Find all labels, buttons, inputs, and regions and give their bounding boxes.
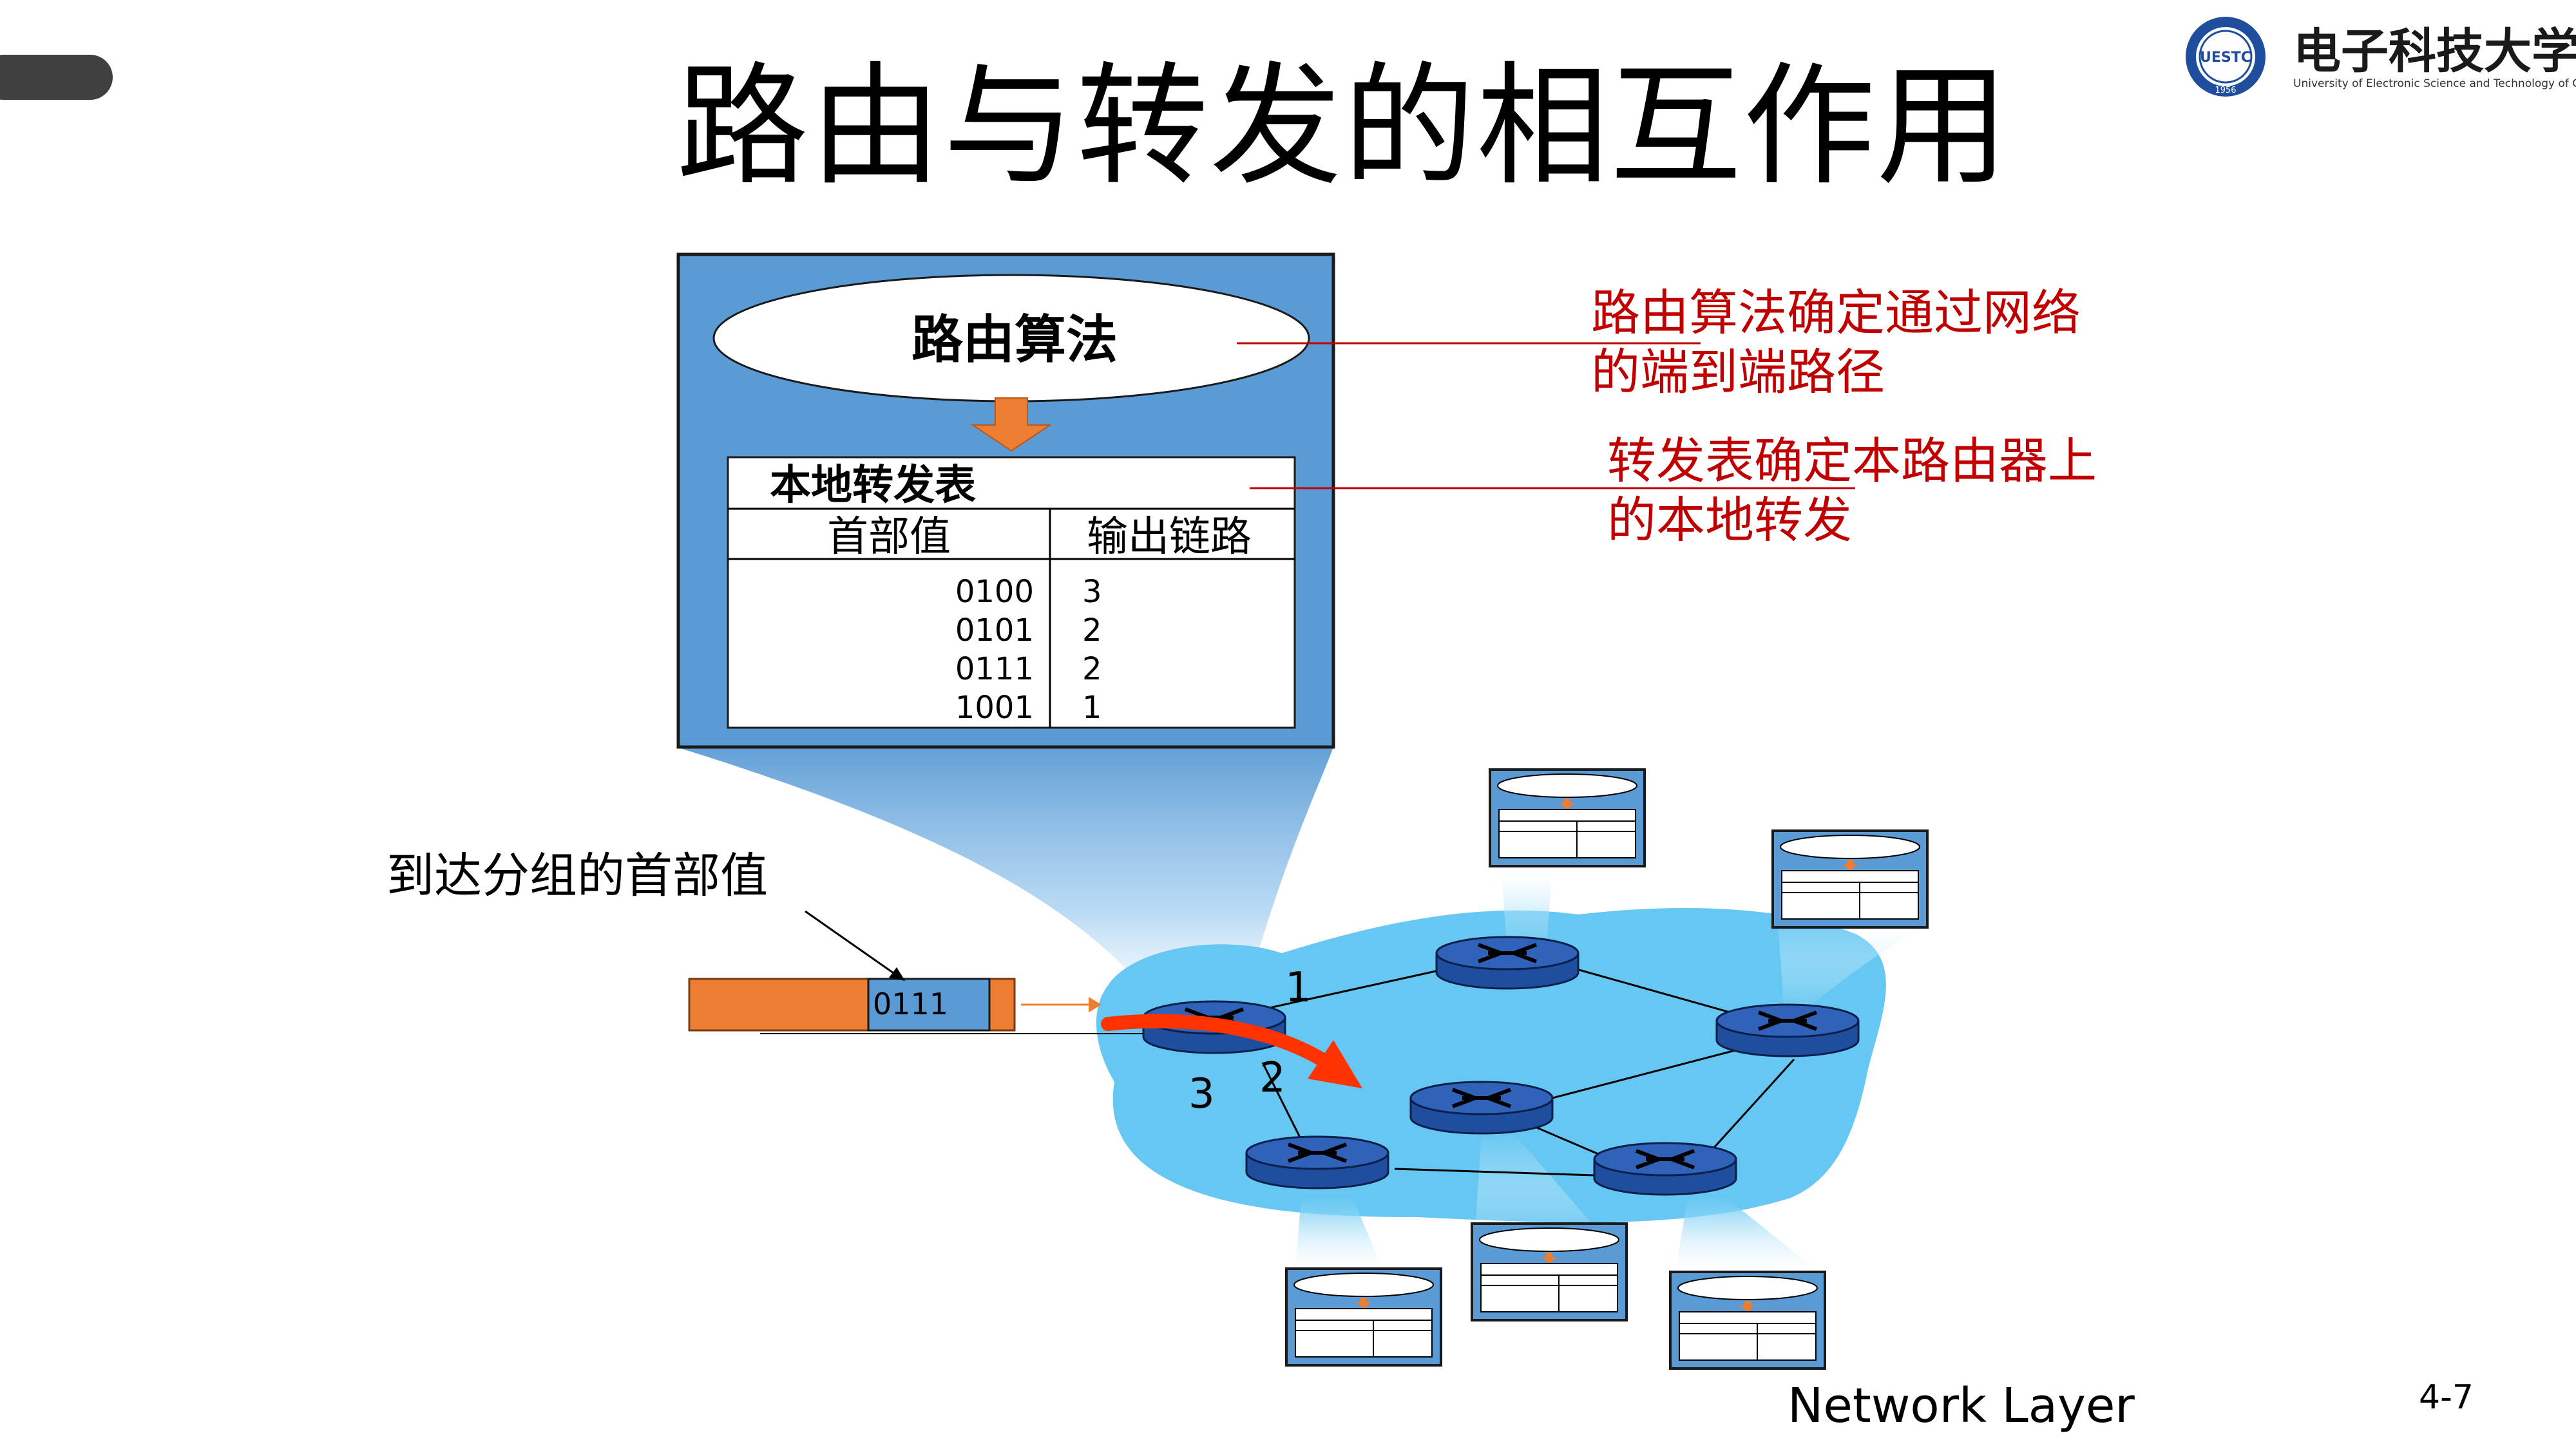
router-right-icon xyxy=(1715,1003,1860,1057)
forwarding-path-arrow-icon xyxy=(1101,1014,1334,1070)
forwarding-table-rows: 0100 3 0101 2 0111 2 1001 1 xyxy=(955,574,1102,726)
table-row-header-value: 0101 xyxy=(955,612,1034,649)
router-top-icon xyxy=(1435,936,1579,990)
port-label-1: 1 xyxy=(1285,964,1312,1012)
mini-router-box-bottom-right xyxy=(1669,1271,1826,1370)
forwarding-annotation-line1: 转发表确定本路由器上 xyxy=(1607,432,2097,489)
router-bottom-right-icon xyxy=(1593,1142,1737,1196)
university-subtitle: University of Electronic Science and Tec… xyxy=(2293,77,2576,90)
beam-bottom-right xyxy=(1675,1198,1823,1275)
beam-top-right xyxy=(1778,924,1926,1011)
footer-section-title: Network Layer xyxy=(1788,1378,2135,1434)
table-row-output-link: 1 xyxy=(1082,690,1102,726)
slide-tab-marker xyxy=(0,55,113,100)
packet-header-value: 0111 xyxy=(873,987,948,1021)
table-row-output-link: 2 xyxy=(1082,612,1102,649)
table-row-header-value: 0111 xyxy=(955,651,1034,687)
page-title: 路由与转发的相互作用 xyxy=(676,50,2010,204)
router-center-icon xyxy=(1409,1081,1554,1135)
forwarding-table-title: 本地转发表 xyxy=(770,462,976,509)
seal-year: 1956 xyxy=(2215,86,2236,95)
forwarding-annotation: 转发表确定本路由器上 的本地转发 xyxy=(1607,431,2097,550)
routing-algorithm-label: 路由算法 xyxy=(911,310,1118,370)
mini-router-box-bottom-mid xyxy=(1471,1222,1628,1321)
column-header-output-link: 输出链路 xyxy=(1087,513,1252,561)
table-row-header-value: 1001 xyxy=(955,690,1034,726)
forwarding-table xyxy=(727,456,1296,729)
table-row-header-value: 0100 xyxy=(955,574,1034,610)
packet-header-field xyxy=(867,978,991,1032)
routing-annotation-line2: 的端到端路径 xyxy=(1591,343,1885,401)
down-arrow-icon xyxy=(970,397,1053,452)
routing-annotation: 路由算法确定通过网络 的端到端路径 xyxy=(1591,283,2081,402)
mini-router-box-top xyxy=(1489,768,1646,867)
port-label-2: 2 xyxy=(1259,1054,1286,1102)
port-label-3: 3 xyxy=(1188,1070,1215,1118)
forwarding-annotation-line2: 的本地转发 xyxy=(1607,491,1852,549)
page-number: 4-7 xyxy=(2419,1378,2474,1417)
packet-header-label: 到达分组的首部值 xyxy=(386,848,768,904)
table-row-output-link: 2 xyxy=(1082,651,1102,687)
packet-label-pointer xyxy=(805,910,902,980)
column-header-header-value: 首部值 xyxy=(827,513,951,561)
beam-bottom-mid xyxy=(1475,1133,1598,1230)
university-logo: UESTC 1956 xyxy=(2177,13,2570,103)
seal-badge-text: UESTC xyxy=(2200,50,2251,66)
uestc-seal-icon: UESTC 1956 xyxy=(2186,17,2266,97)
routing-annotation-line1: 路由算法确定通过网络 xyxy=(1591,284,2081,341)
mini-router-box-top-right xyxy=(1771,829,1929,929)
router-bottom-left-icon xyxy=(1245,1135,1389,1189)
university-name: 电子科技大学 xyxy=(2293,24,2576,79)
table-row-output-link: 3 xyxy=(1082,574,1102,610)
beam-top xyxy=(1501,866,1552,953)
mini-router-box-bottom-left xyxy=(1285,1267,1442,1367)
beam-bottom-left xyxy=(1295,1198,1385,1275)
